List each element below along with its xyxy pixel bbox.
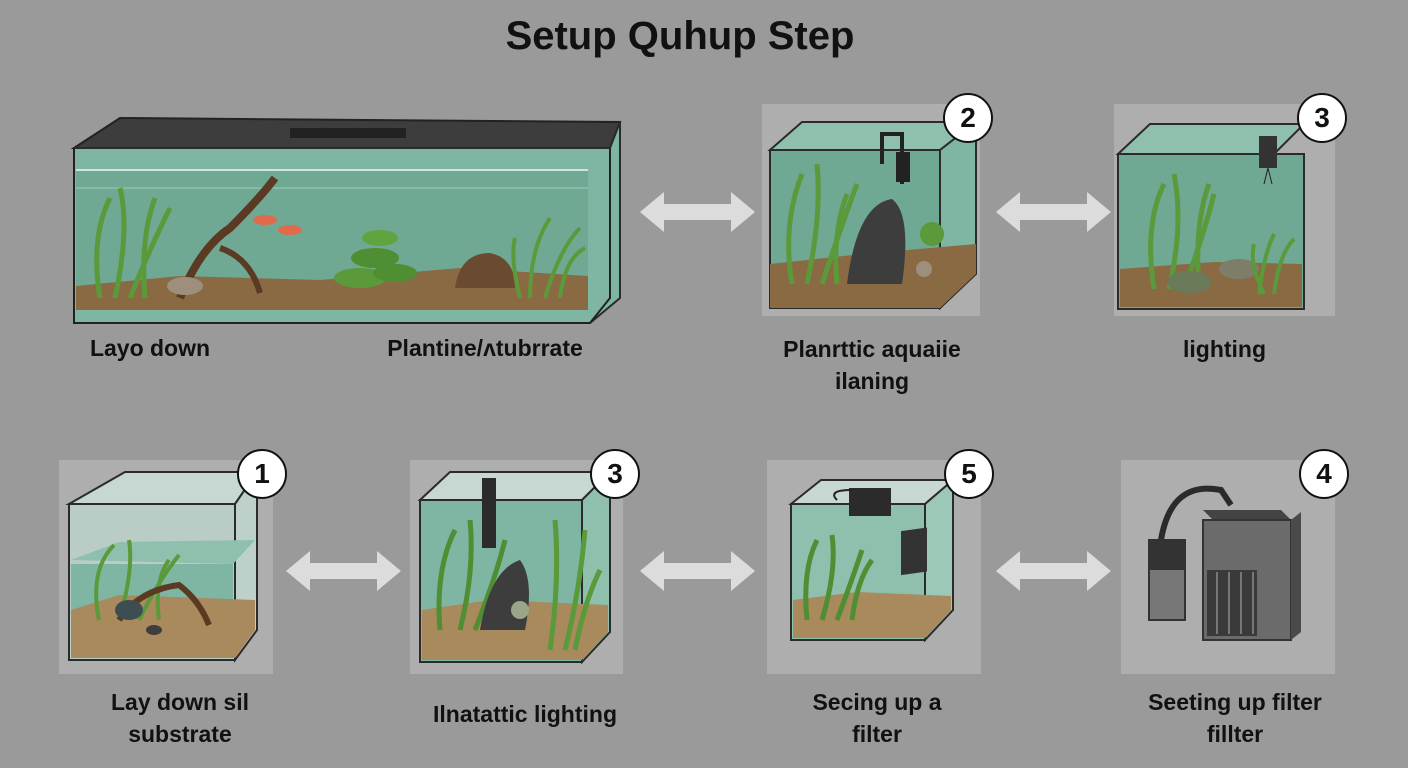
step-number-badge: 3 (1297, 93, 1347, 143)
step-panel-filter-unit (1121, 460, 1335, 674)
step-label-lighting: lighting (1182, 336, 1267, 362)
step-number-badge: 5 (944, 449, 994, 499)
big-tank-illustration (60, 108, 630, 333)
bidirectional-arrow-icon (640, 190, 755, 234)
bidirectional-arrow-icon (996, 190, 1111, 234)
step-panel-planting (762, 104, 980, 316)
bidirectional-arrow-icon (996, 549, 1111, 593)
bidirectional-arrow-icon (286, 549, 401, 593)
step-label-substrate: Lay down sil substrate (110, 689, 250, 747)
bidirectional-arrow-icon (640, 549, 755, 593)
step-panel-lighting (1114, 104, 1335, 316)
big-tank-label-right: Plantine/ʌtubrrate (387, 335, 583, 361)
step-label-filter: Secing up a filter (812, 689, 942, 747)
step-label-planting: Planrttic aquaiie ilaning (783, 336, 961, 394)
step-panel-substrate (59, 460, 273, 674)
step-number-badge: 2 (943, 93, 993, 143)
page-title: Setup Quhup Step (505, 14, 855, 58)
step-panel-lighting-install (410, 460, 623, 674)
big-tank-label-left: Layo down (89, 335, 211, 361)
step-label-lighting-install: Ilnatattic lighting (433, 701, 617, 727)
step-label-filter-unit: Seeting up filter fillter (1148, 689, 1322, 747)
step-panel-filter (767, 460, 981, 674)
step-number-badge: 3 (590, 449, 640, 499)
step-number-badge: 1 (237, 449, 287, 499)
step-number-badge: 4 (1299, 449, 1349, 499)
